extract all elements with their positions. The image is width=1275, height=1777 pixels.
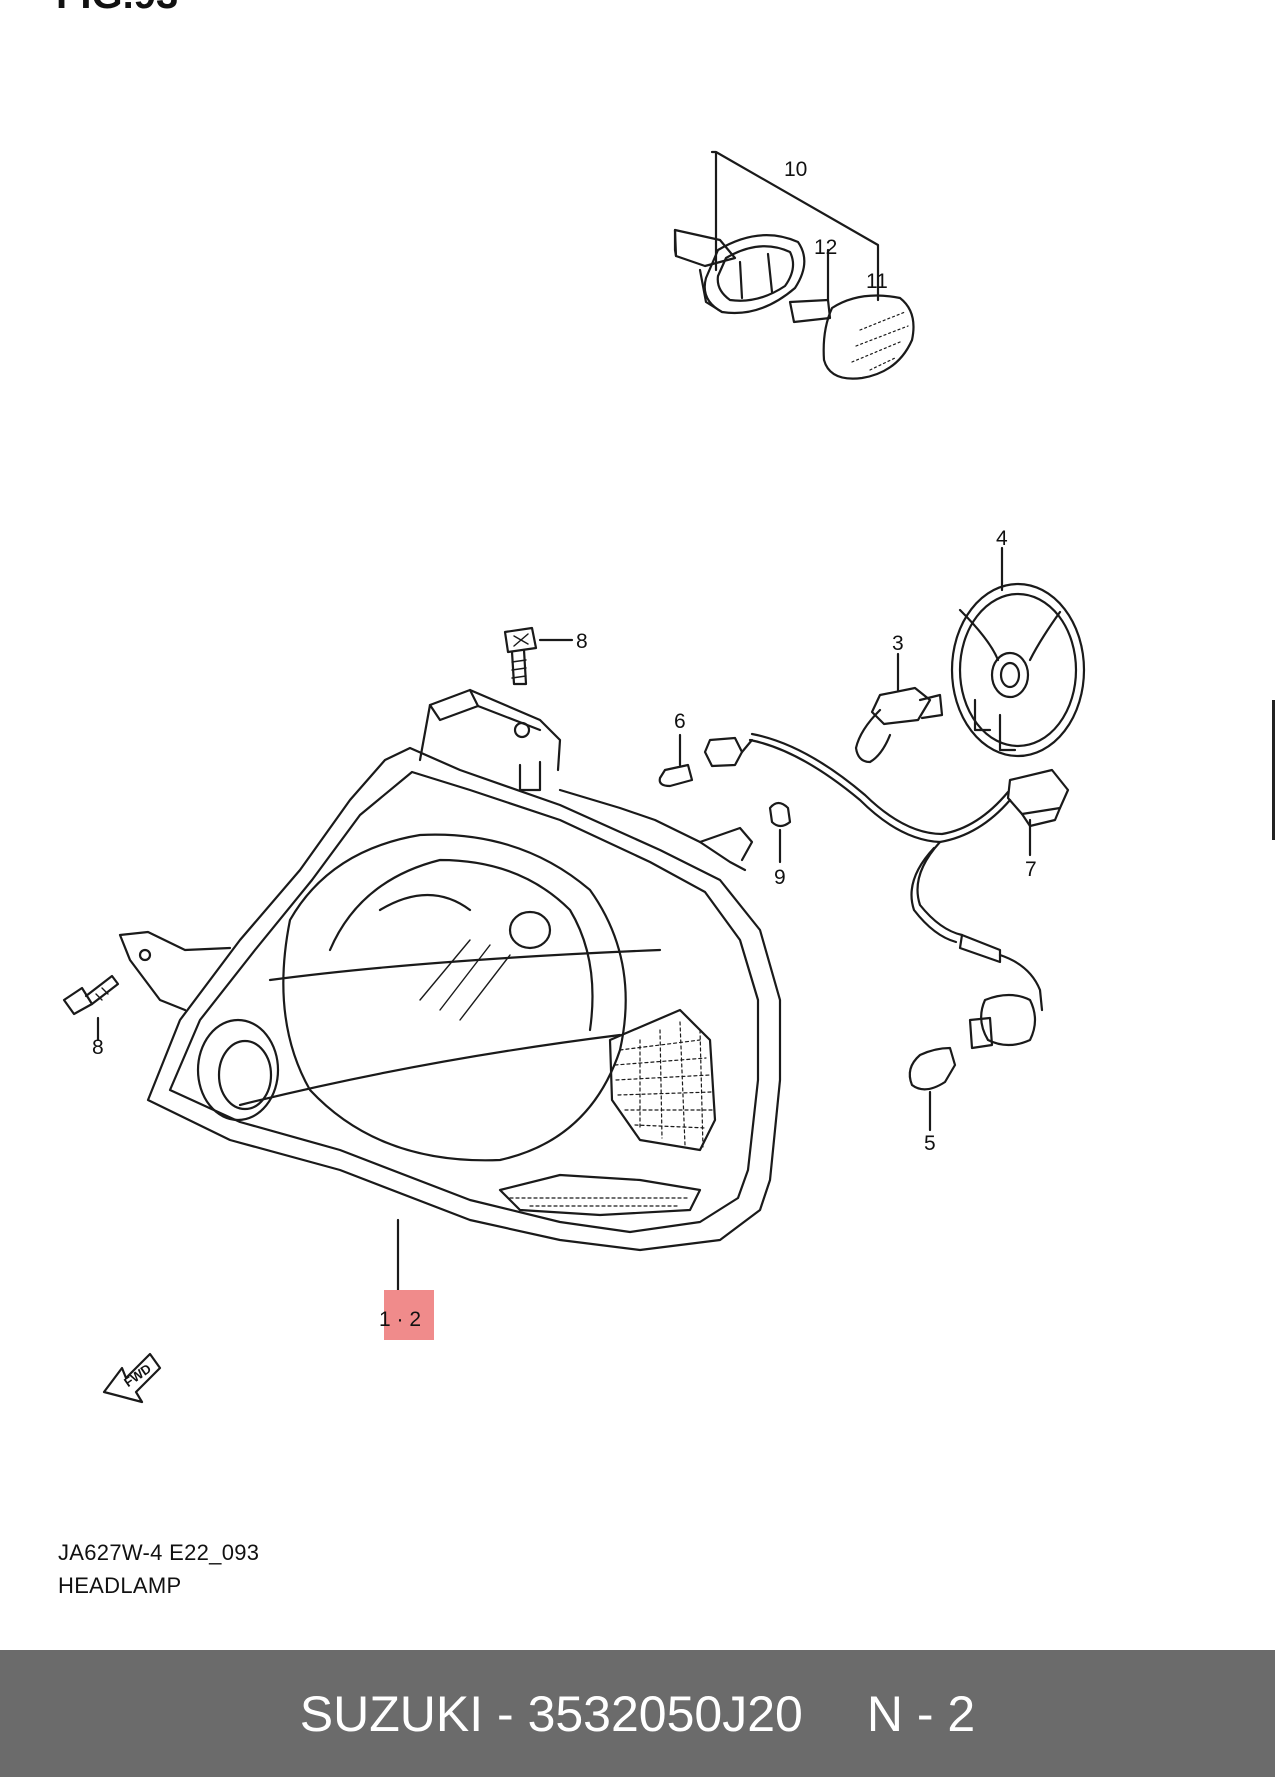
callout-12[interactable]: 12 [814,236,837,259]
callout-5[interactable]: 5 [924,1132,936,1155]
parking-bulb-drawing [660,735,752,786]
callout-11[interactable]: 11 [866,270,888,293]
footer-bar: SUZUKI - 3532050J20 N - 2 [0,1650,1275,1777]
figure-label: FIG.93 [56,0,178,17]
screw-left-drawing [64,976,118,1040]
headlamp-assembly-drawing [120,690,780,1290]
footer-brand-part: SUZUKI - 3532050J20 [300,1685,803,1743]
clip-drawing [770,803,790,862]
connector-drawing [1008,770,1068,855]
callout-3[interactable]: 3 [892,632,904,655]
callout-8-left[interactable]: 8 [92,1036,104,1059]
headlamp-bulb-drawing [856,654,942,762]
turn-bulb-drawing [910,995,1035,1130]
figure-code: JA627W-4 E22_093 [58,1540,259,1566]
side-marker-lens-drawing [824,296,914,379]
figure-name: HEADLAMP [58,1573,181,1599]
callout-4[interactable]: 4 [996,527,1008,550]
screw-top-drawing [505,628,572,684]
callout-6[interactable]: 6 [674,710,686,733]
callout-9[interactable]: 9 [774,866,786,889]
wiring-harness-drawing [750,734,1042,1010]
side-marker-socket-drawing [675,152,878,313]
callout-1-2[interactable]: 1 · 2 [379,1308,421,1331]
callout-7[interactable]: 7 [1025,858,1037,881]
bulb-cover-drawing [952,548,1084,756]
callout-8-top[interactable]: 8 [576,630,588,653]
parts-diagram: FWD 1 · 2 3 4 5 6 7 8 8 9 10 11 12 FIG.9… [0,0,1275,1650]
footer-qty: N - 2 [867,1685,975,1743]
callout-10[interactable]: 10 [784,158,807,181]
